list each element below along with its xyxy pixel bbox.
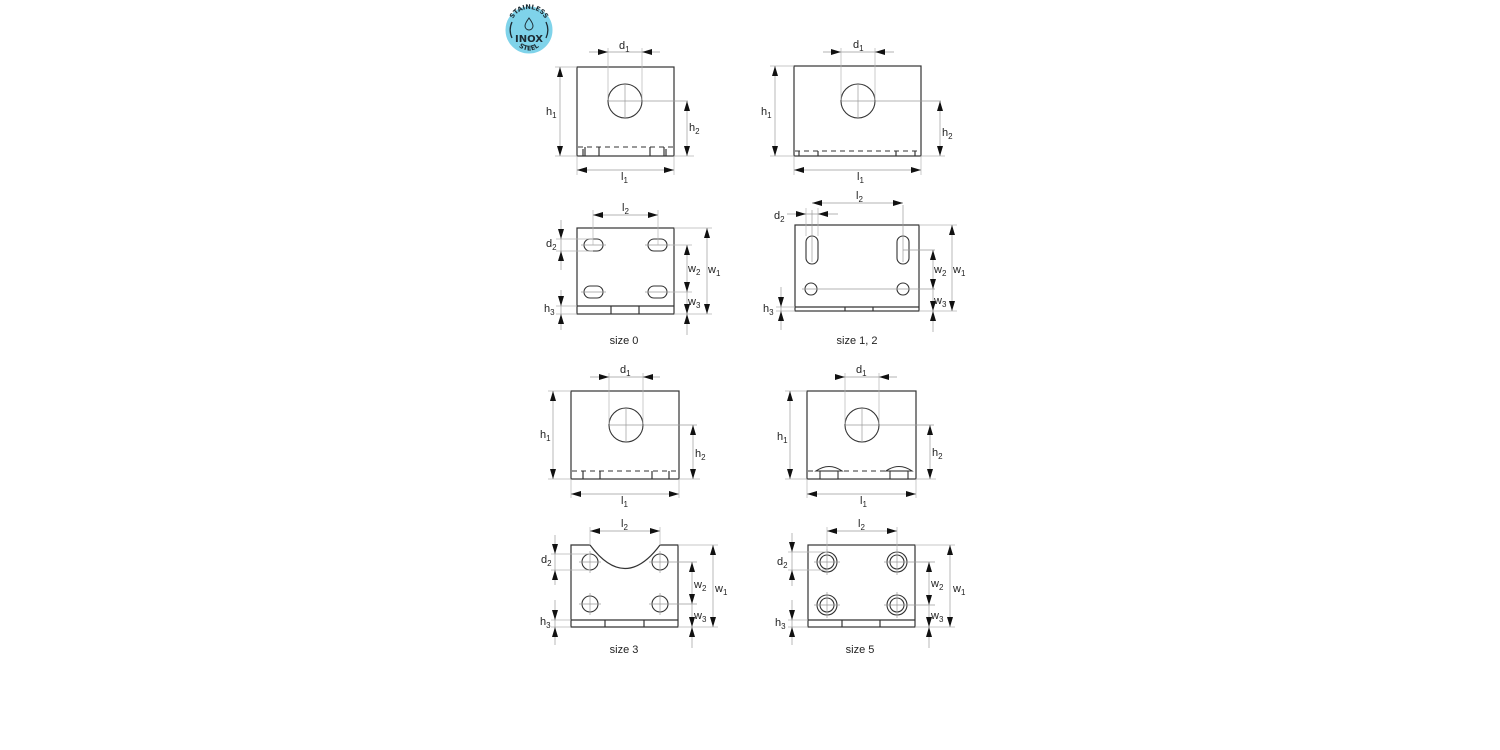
- label-h1: h1: [540, 429, 551, 443]
- label-w1: w1: [714, 583, 728, 597]
- size0-top-view: l2 d2 h3 w2 w3 w1 size 0: [544, 202, 721, 347]
- size5-front-view: d1 h1 h2 l1: [777, 364, 943, 509]
- label-d1: d1: [620, 364, 631, 378]
- caption-size5: size 5: [846, 644, 875, 656]
- label-l1: l1: [621, 495, 628, 509]
- label-w3: w3: [693, 610, 707, 624]
- label-l1: l1: [857, 171, 864, 185]
- label-h3: h3: [775, 617, 786, 631]
- badge-center-text: INOX: [515, 34, 543, 45]
- label-h2: h2: [689, 122, 700, 136]
- label-l1: l1: [621, 171, 628, 185]
- label-h1: h1: [546, 106, 557, 120]
- label-l2: l2: [856, 190, 863, 204]
- label-h2: h2: [942, 127, 953, 141]
- label-d1: d1: [853, 39, 864, 53]
- label-w3: w3: [930, 610, 944, 624]
- label-w1: w1: [952, 583, 966, 597]
- label-d2: d2: [777, 556, 788, 570]
- label-h2: h2: [932, 447, 943, 461]
- size3-top-view: l2 d2 h3 w2 w3 w1 size 3: [540, 518, 728, 656]
- water-drop-icon: [524, 17, 534, 31]
- label-l1: l1: [860, 495, 867, 509]
- label-w1: w1: [707, 264, 721, 278]
- stainless-inox-badge: STAINLESS STEEL INOX: [504, 3, 554, 55]
- label-h3: h3: [544, 303, 555, 317]
- label-w3: w3: [933, 295, 947, 309]
- label-w2: w2: [693, 579, 707, 593]
- label-d2: d2: [541, 554, 552, 568]
- badge-bottom-text: STEEL: [518, 42, 541, 53]
- size3-front-view: d1 h1 h2 l1: [540, 364, 706, 509]
- size12-front-view: d1 h1 h2 l1: [761, 39, 953, 185]
- label-d2: d2: [774, 210, 785, 224]
- label-l2: l2: [858, 518, 865, 532]
- label-w3: w3: [687, 296, 701, 310]
- label-h1: h1: [777, 431, 788, 445]
- label-h3: h3: [763, 303, 774, 317]
- label-w1: w1: [952, 264, 966, 278]
- label-h1: h1: [761, 106, 772, 120]
- caption-size3: size 3: [610, 644, 639, 656]
- label-d2: d2: [546, 238, 557, 252]
- size5-top-view: l2 d2 h3 w2 w3 w1 size 5: [775, 518, 966, 656]
- label-h2: h2: [695, 448, 706, 462]
- label-l2: l2: [621, 518, 628, 532]
- label-d1: d1: [856, 364, 867, 378]
- label-d1: d1: [619, 40, 630, 54]
- label-l2: l2: [622, 202, 629, 216]
- label-h3: h3: [540, 616, 551, 630]
- size12-top-view: l2 d2 h3 w2 w3 w1 size 1, 2: [763, 190, 966, 347]
- caption-size12: size 1, 2: [837, 335, 878, 347]
- label-w2: w2: [930, 578, 944, 592]
- size0-front-view: d1 h1 h2 l1: [546, 40, 700, 185]
- label-w2: w2: [933, 264, 947, 278]
- caption-size0: size 0: [610, 335, 639, 347]
- label-w2: w2: [687, 263, 701, 277]
